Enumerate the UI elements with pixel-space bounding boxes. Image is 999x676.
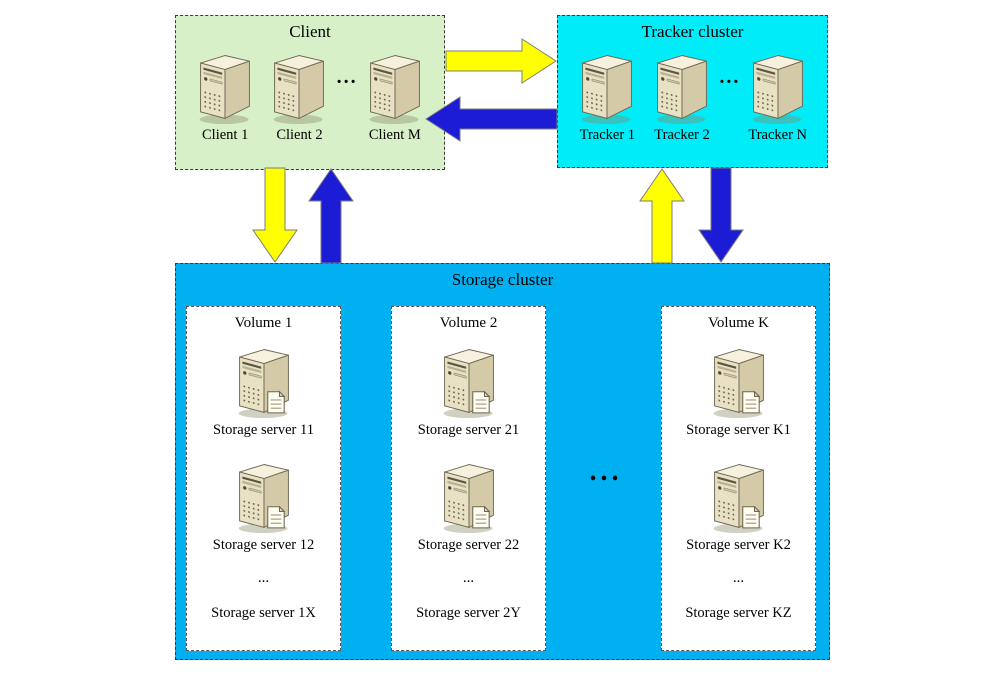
- client-server-2: Client 2: [262, 48, 336, 144]
- client-server-label: Client 2: [276, 127, 323, 143]
- server-icon: [656, 55, 707, 125]
- volume-ellipsis: ...: [732, 570, 745, 586]
- server-icon: [199, 55, 251, 125]
- volume-ellipsis: ...: [462, 570, 475, 586]
- storage-cluster-box: Storage cluster Volume 1 Storage server …: [175, 263, 830, 660]
- client-ellipsis: ...: [336, 65, 358, 88]
- tracker-cluster-title: Tracker cluster: [641, 22, 744, 41]
- tracker-server-label: Tracker 1: [579, 127, 636, 143]
- storage-server-label: Storage server 1X: [211, 605, 316, 621]
- volume-ellipsis: ...: [257, 570, 270, 586]
- storage-server-icon: [706, 342, 772, 419]
- volume-title: Volume K: [708, 315, 769, 331]
- arrow-storage-to-client: [308, 168, 354, 264]
- tracker-server-label: Tracker N: [748, 127, 808, 143]
- client-server-m: Client M: [358, 48, 432, 144]
- storage-server-icon: [231, 457, 297, 534]
- client-cluster-box: Client Client 1 Client 2 ... Client M: [175, 15, 445, 170]
- server-icon: [273, 55, 325, 125]
- tracker-servers-row: Tracker 1 Tracker 2 ... Tracker N: [558, 42, 827, 144]
- server-icon: [581, 55, 633, 125]
- client-cluster-title: Client: [289, 22, 331, 41]
- tracker-server-2: Tracker 2: [645, 48, 720, 144]
- arrow-tracker-to-client: [425, 96, 558, 142]
- arrow-tracker-to-storage: [698, 167, 744, 263]
- storage-server-icon: [706, 457, 772, 534]
- client-server-1: Client 1: [188, 48, 262, 144]
- volume-1-box: Volume 1 Storage server 11 Storage serve…: [186, 306, 341, 651]
- arrow-client-to-storage: [252, 167, 298, 263]
- tracker-server-n: Tracker N: [740, 48, 815, 144]
- storage-server-label: Storage server 2Y: [416, 605, 521, 621]
- storage-server-label: Storage server 22: [417, 537, 520, 553]
- storage-server-icon: [231, 342, 297, 419]
- volume-k-box: Volume K Storage server K1 Storage serve…: [661, 306, 816, 651]
- storage-server-label: Storage server K1: [686, 422, 791, 438]
- storage-server-label: Storage server 11: [213, 422, 314, 438]
- tracker-server-1: Tracker 1: [570, 48, 645, 144]
- arrow-client-to-tracker: [445, 38, 557, 84]
- tracker-server-label: Tracker 2: [654, 127, 710, 143]
- volume-2-box: Volume 2 Storage server 21 Storage serve…: [391, 306, 546, 651]
- volume-title: Volume 1: [234, 315, 293, 331]
- storage-server-label: Storage server 21: [417, 422, 520, 438]
- storage-cluster-title: Storage cluster: [451, 270, 554, 289]
- server-icon: [368, 55, 420, 125]
- arrow-storage-to-tracker: [639, 168, 685, 264]
- client-server-label: Client M: [368, 127, 421, 143]
- client-server-label: Client 1: [202, 127, 249, 143]
- storage-server-icon: [436, 457, 502, 534]
- volume-title: Volume 2: [439, 315, 498, 331]
- storage-volumes-ellipsis: ...: [589, 456, 623, 487]
- storage-server-label: Storage server 12: [212, 537, 315, 553]
- tracker-ellipsis: ...: [719, 65, 741, 88]
- server-icon: [751, 55, 803, 125]
- storage-server-icon: [436, 342, 502, 419]
- client-servers-row: Client 1 Client 2 ... Client M: [176, 42, 444, 144]
- tracker-cluster-box: Tracker cluster Tracker 1 Tracker 2 ... …: [557, 15, 828, 168]
- storage-server-label: Storage server K2: [686, 537, 791, 553]
- storage-server-label: Storage server KZ: [685, 605, 792, 621]
